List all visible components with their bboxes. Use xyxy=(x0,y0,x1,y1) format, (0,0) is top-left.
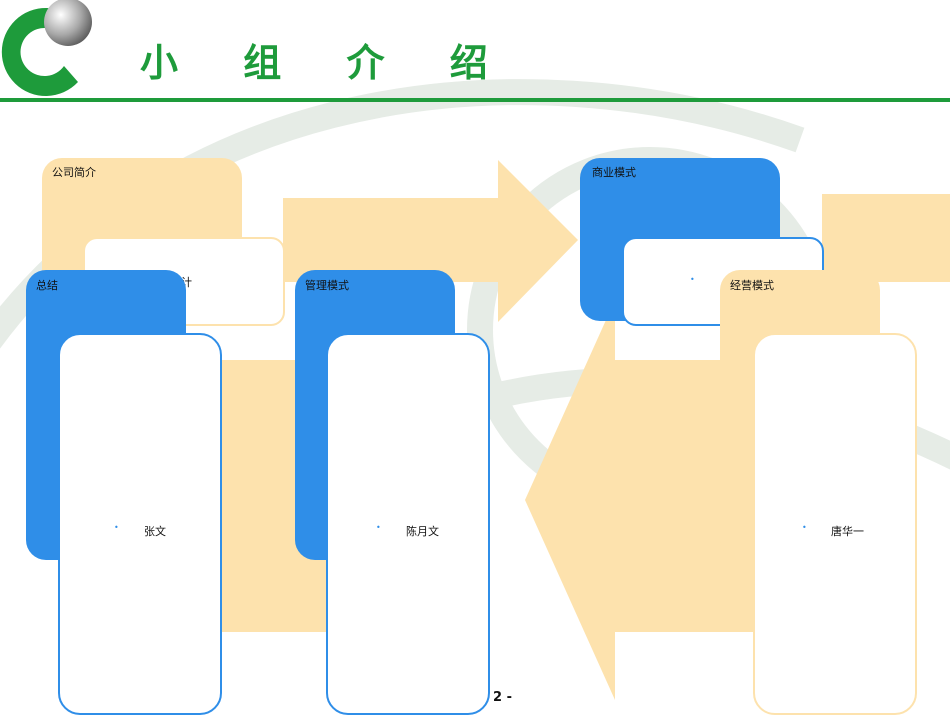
management-model-label: 管理模式 xyxy=(305,279,349,292)
summary-person-name: 张文 xyxy=(144,525,166,538)
management-model-bullet: • xyxy=(376,523,381,532)
operation-model-person-name: 唐华一 xyxy=(831,525,864,538)
operation-model-inner-card xyxy=(753,333,917,715)
header-divider xyxy=(0,98,950,102)
summary-inner-card xyxy=(58,333,222,715)
management-model-person-name: 陈月文 xyxy=(406,525,439,538)
management-model-inner-card xyxy=(326,333,490,715)
connector-block-right xyxy=(822,194,950,282)
page-title: 小 组 介 绍 xyxy=(140,40,514,85)
green-c-logo-icon xyxy=(1,0,92,97)
summary-bullet: • xyxy=(114,523,119,532)
summary-label: 总结 xyxy=(36,279,58,292)
operation-model-bullet: • xyxy=(802,523,807,532)
business-model-label: 商业模式 xyxy=(592,166,636,179)
company-intro-label: 公司简介 xyxy=(52,166,96,179)
business-model-bullet: • xyxy=(690,275,695,284)
company-intro-partial-text: 计 xyxy=(181,276,192,289)
page-number: 2 - xyxy=(493,690,512,705)
operation-model-label: 经营模式 xyxy=(730,279,774,292)
left-arrow-shape xyxy=(525,300,760,700)
